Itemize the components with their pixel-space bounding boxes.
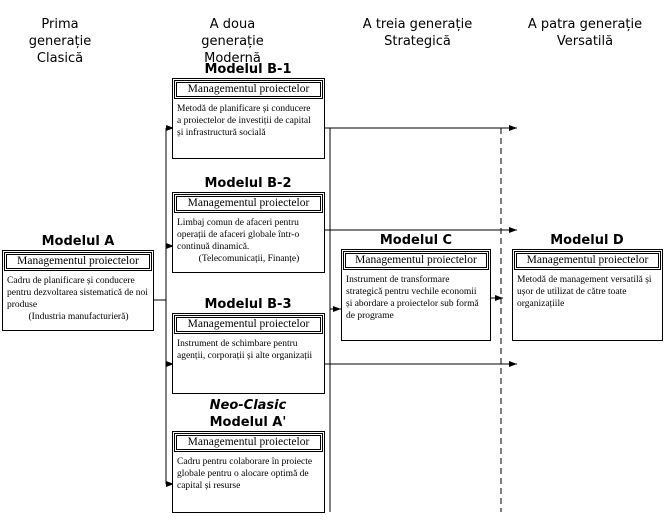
model-a-header: Managementul proiectelor	[4, 252, 152, 271]
model-c-title: Modelul C	[379, 233, 453, 248]
model-a-prime-subtitle: Neo-Clasic	[209, 398, 287, 413]
model-d-card: Managementul proiectelor Metodă de manag…	[512, 249, 663, 341]
model-b2-header: Managementul proiectelor	[174, 194, 323, 213]
model-b1-title: Modelul B-1	[204, 62, 292, 77]
generation-4-header: A patra generație Versatilă	[525, 16, 645, 50]
model-b2-body: Limbaj comun de afaceri pentru operații …	[177, 217, 321, 265]
model-b3-title: Modelul B-3	[204, 297, 292, 312]
model-a-prime-header: Managementul proiectelor	[174, 433, 323, 452]
generation-4-line2: Versatilă	[556, 34, 614, 49]
generation-2-header: A doua generație Modernă	[180, 16, 285, 67]
model-c-description: Instrument de transformare strategică pe…	[346, 275, 479, 321]
model-b3-header: Managementul proiectelor	[174, 315, 323, 334]
generation-4-line1: A patra generație	[527, 17, 643, 32]
model-b2-description: Limbaj comun de afaceri pentru operații …	[177, 218, 300, 252]
model-a-title: Modelul A	[41, 234, 115, 249]
generation-1-header: Prima generație Clasică	[10, 16, 110, 67]
generation-1-line1: Prima generație	[28, 17, 92, 49]
model-d-title: Modelul D	[550, 233, 624, 248]
model-a-description: Cadru de planificare și conducere pentru…	[7, 276, 148, 310]
model-b1-card: Managementul proiectelor Metodă de plani…	[172, 78, 325, 159]
generation-3-line1: A treia generație	[362, 17, 473, 32]
model-d-header: Managementul proiectelor	[514, 251, 661, 270]
generation-3-line2: Strategică	[384, 34, 451, 49]
generation-2-line1: A doua generație	[201, 17, 264, 49]
model-b3-card: Managementul proiectelor Instrument de s…	[172, 313, 325, 394]
model-b1-header: Managementul proiectelor	[174, 80, 323, 99]
model-a-prime-description: Cadru pentru colaborare în proiecte glob…	[177, 457, 313, 491]
model-a-prime-card: Managementul proiectelor Cadru pentru co…	[172, 431, 325, 513]
model-b2-example: (Telecomunicații, Finanțe)	[198, 254, 300, 264]
model-b1-description: Metodă de planificare și conducere a pro…	[177, 104, 311, 138]
model-a-example: (Industria manufacturieră)	[28, 312, 129, 322]
model-a-prime-title: Modelul A'	[209, 415, 287, 430]
model-b3-description: Instrument de schimbare pentru agenții, …	[177, 339, 313, 361]
generation-1-line2: Clasică	[36, 51, 84, 66]
model-c-card: Managementul proiectelor Instrument de t…	[341, 249, 491, 341]
model-d-description: Metodă de management versatilă și ușor d…	[517, 275, 652, 309]
model-a-body: Cadru de planificare și conducere pentru…	[7, 275, 150, 323]
model-a-card: Managementul proiectelor Cadru de planif…	[2, 250, 154, 331]
generation-2-line2: Modernă	[204, 51, 261, 66]
model-b2-title: Modelul B-2	[204, 176, 292, 191]
model-c-header: Managementul proiectelor	[343, 251, 489, 270]
model-b2-card: Managementul proiectelor Limbaj comun de…	[172, 192, 325, 273]
generation-3-header: A treia generație Strategică	[360, 16, 475, 50]
